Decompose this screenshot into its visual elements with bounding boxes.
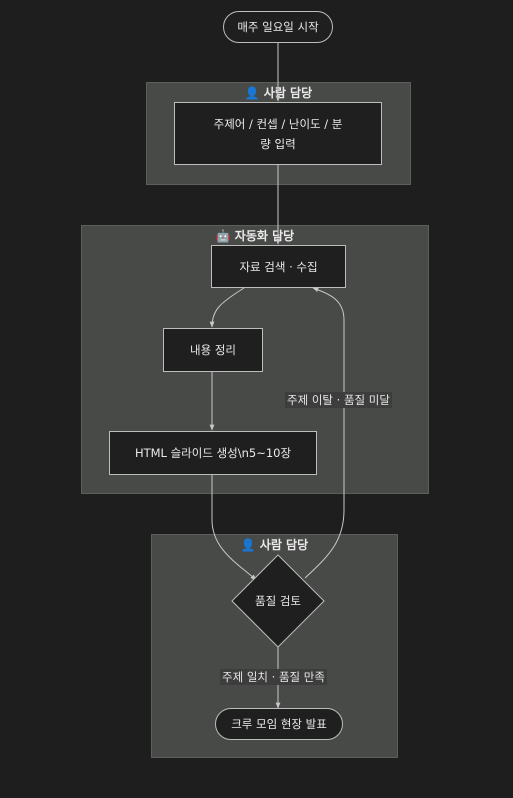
edge-label-pass: 주제 일치 · 품질 만족	[220, 669, 327, 685]
person-icon: 👤	[240, 538, 256, 552]
edge-label-fail: 주제 이탈 · 품질 미달	[285, 392, 392, 408]
start-node: 매주 일요일 시작	[223, 11, 333, 43]
search-node: 자료 검색 · 수집	[211, 245, 346, 288]
person-icon: 👤	[244, 86, 260, 100]
input-node: 주제어 / 컨셉 / 난이도 / 분 량 입력	[174, 102, 382, 165]
organize-node: 내용 정리	[163, 328, 263, 372]
edge-search-to-organize	[209, 287, 245, 328]
robot-icon: 🤖	[215, 229, 231, 243]
present-node: 크루 모임 현장 발표	[215, 708, 343, 740]
cluster-title-human-review: 👤사람 담당	[240, 538, 309, 552]
edge-review-to-search	[304, 287, 345, 579]
slides-node: HTML 슬라이드 생성\n5~10장	[109, 431, 317, 475]
review-node-label: 품질 검토	[255, 594, 301, 608]
edge-slides-to-review	[211, 475, 257, 581]
review-diamond-shape	[231, 554, 325, 648]
